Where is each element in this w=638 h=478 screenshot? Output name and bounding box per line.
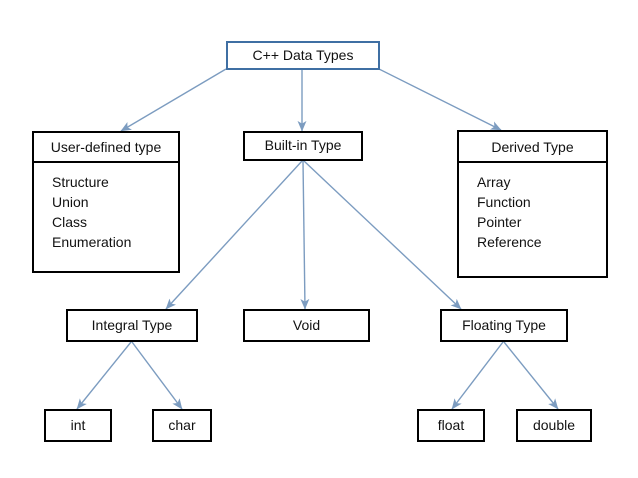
node-built-in-type-label: Built-in Type (264, 137, 342, 154)
list-item: Class (52, 214, 88, 230)
edge-root-to-derived (378, 68, 502, 131)
node-floating-type-label: Floating Type (462, 316, 546, 333)
node-float[interactable]: float (417, 409, 485, 442)
edge-built-in-to-void (300, 160, 310, 310)
edge-integral-to-char (131, 341, 183, 410)
node-float-label: float (437, 416, 465, 433)
edge-built-in-to-integral (165, 160, 303, 310)
list-item: Function (477, 194, 531, 210)
node-user-defined-type[interactable]: User-defined type Structure Union Class … (32, 131, 180, 273)
node-void-label: Void (292, 316, 321, 333)
node-double-label: double (532, 416, 576, 433)
edge-floating-to-float (451, 341, 504, 410)
node-double[interactable]: double (516, 409, 592, 442)
node-int-label: int (70, 416, 86, 433)
node-integral-type-label: Integral Type (91, 316, 173, 333)
edge-built-in-to-floating (303, 160, 462, 310)
list-item: Reference (477, 234, 542, 250)
edge-floating-to-double (503, 341, 559, 410)
node-root-label: C++ Data Types (252, 46, 354, 63)
list-item: Union (52, 194, 89, 210)
edge-root-to-user-defined (120, 68, 227, 132)
node-int[interactable]: int (44, 409, 112, 442)
list-item: Array (477, 174, 511, 190)
node-derived-type-label: Derived Type (491, 138, 574, 155)
node-char[interactable]: char (152, 409, 212, 442)
node-integral-type[interactable]: Integral Type (66, 309, 198, 342)
node-char-label: char (168, 416, 196, 433)
derived-type-item-list: Array Function Pointer Reference (459, 163, 606, 276)
user-defined-type-item-list: Structure Union Class Enumeration (34, 163, 178, 271)
node-void[interactable]: Void (243, 309, 370, 342)
node-derived-type[interactable]: Derived Type Array Function Pointer Refe… (457, 130, 608, 278)
node-floating-type[interactable]: Floating Type (440, 309, 568, 342)
node-derived-type-header: Derived Type (459, 132, 606, 163)
list-item: Pointer (477, 214, 522, 230)
node-root-cpp-data-types[interactable]: C++ Data Types (226, 41, 380, 70)
edge-integral-to-int (76, 341, 132, 410)
node-user-defined-type-label: User-defined type (50, 139, 162, 155)
list-item: Structure (52, 174, 109, 190)
list-item: Enumeration (52, 234, 132, 250)
node-built-in-type[interactable]: Built-in Type (243, 131, 363, 161)
node-user-defined-type-header: User-defined type (34, 133, 178, 163)
